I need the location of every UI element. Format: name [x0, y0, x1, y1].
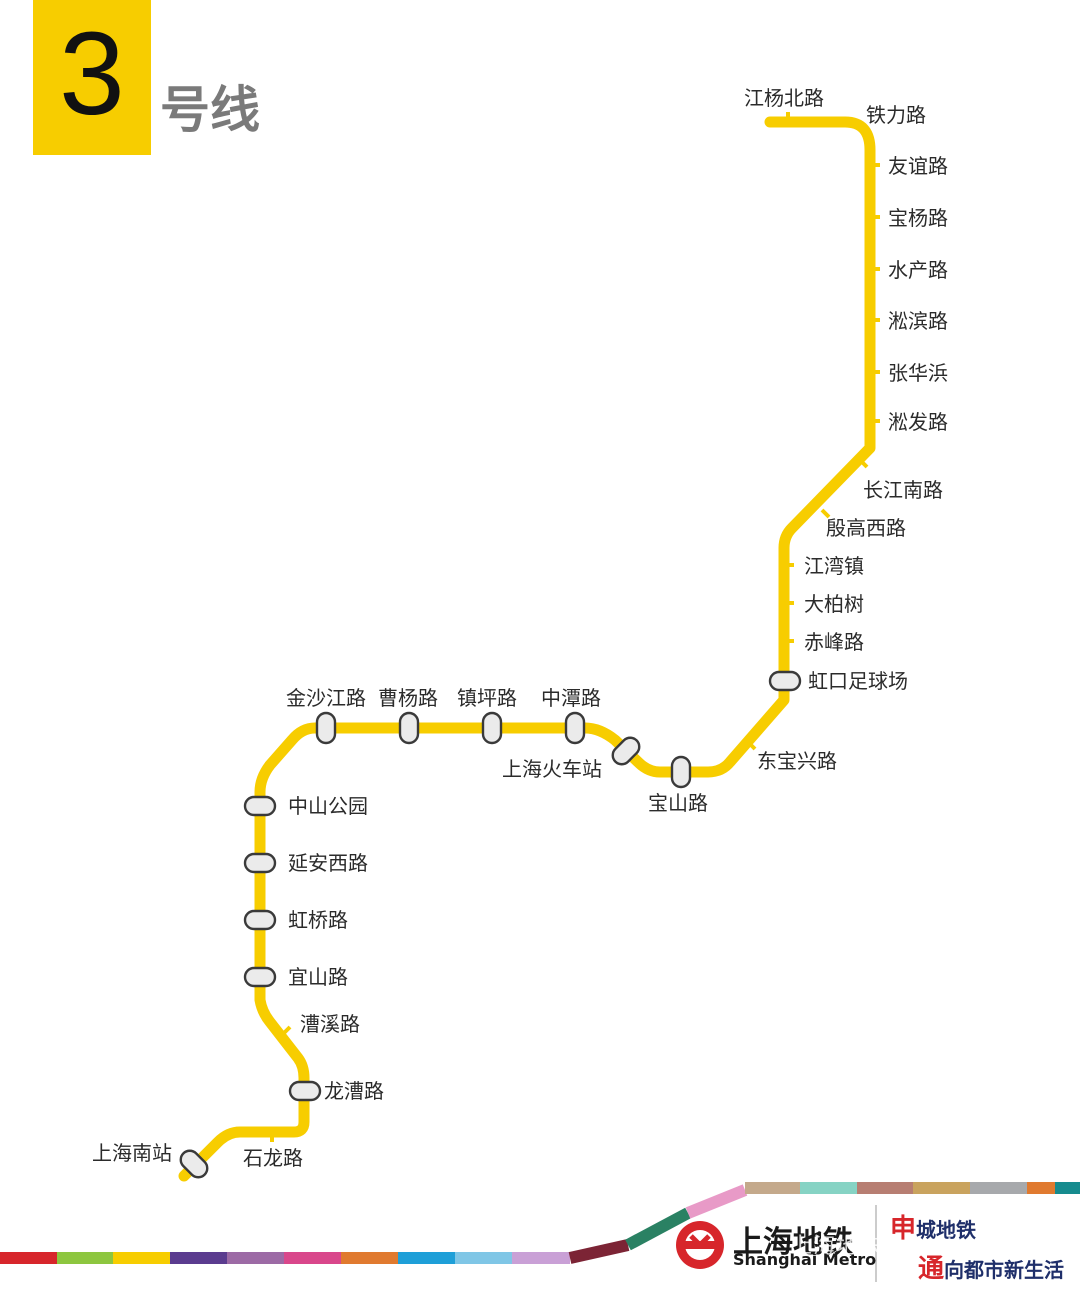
line-number: 3 [59, 8, 125, 140]
station-s26[interactable]: 漕溪路 [281, 1012, 360, 1036]
station-s02[interactable]: 铁力路 [860, 103, 926, 139]
station-label: 漕溪路 [300, 1012, 360, 1036]
station-label: 中山公园 [288, 794, 368, 818]
station-label: 上海火车站 [502, 757, 602, 781]
station-tick [860, 128, 871, 139]
station-label: 宜山路 [288, 965, 348, 989]
interchange-marker [243, 795, 277, 817]
station-label: 友谊路 [888, 154, 948, 178]
station-tick [746, 740, 757, 751]
station-s17[interactable]: 上海火车站 [502, 734, 643, 781]
shanghai-metro-logo [676, 1221, 724, 1269]
station-label: 江湾镇 [804, 554, 864, 578]
interchange-marker [398, 711, 420, 745]
station-label: 长江南路 [863, 478, 943, 502]
station-label: 江杨北路 [744, 86, 824, 110]
interchange-marker [288, 1080, 322, 1102]
station-label: 宝山路 [648, 791, 708, 815]
slogan-line-2: 通向都市新生活 [918, 1248, 1064, 1285]
station-label: 赤峰路 [804, 630, 864, 654]
station-s22[interactable]: 中山公园 [243, 794, 368, 818]
station-s18[interactable]: 中潭路 [541, 686, 601, 745]
station-label: 东宝兴路 [757, 749, 837, 773]
station-s04[interactable]: 宝杨路 [870, 206, 948, 230]
line-title: 号线 [160, 81, 260, 139]
station-tick [858, 458, 869, 469]
interchange-marker [243, 909, 277, 931]
interchange-marker [670, 755, 692, 789]
station-s19[interactable]: 镇坪路 [457, 686, 517, 745]
slogan-rest-2: 向都市新生活 [944, 1258, 1065, 1282]
interchange-marker [611, 736, 641, 766]
station-s14[interactable]: 虹口足球场 [768, 669, 908, 693]
station-s08[interactable]: 淞发路 [870, 410, 948, 434]
stripe-segment [568, 1239, 630, 1264]
station-s10[interactable]: 殷高西路 [820, 508, 906, 540]
station-s25[interactable]: 宜山路 [243, 965, 348, 989]
interchange-marker [179, 1149, 209, 1179]
station-s27[interactable]: 龙漕路 [288, 1079, 384, 1103]
station-s24[interactable]: 虹桥路 [243, 908, 348, 932]
station-label: 龙漕路 [324, 1079, 384, 1103]
station-label: 延安西路 [288, 851, 368, 875]
station-label: 虹口足球场 [808, 669, 908, 693]
interchange-marker [481, 711, 503, 745]
brand-name-cn: 上海地铁 [733, 1225, 853, 1260]
station-label: 镇坪路 [457, 686, 517, 710]
brand-name-en: Shanghai Metro [733, 1250, 877, 1269]
color-stripe [0, 1182, 1080, 1264]
station-tick [820, 508, 831, 519]
station-label: 大柏树 [804, 592, 864, 616]
slogan-highlight-2: 通 [918, 1254, 945, 1284]
station-s13[interactable]: 赤峰路 [784, 630, 864, 654]
station-s21[interactable]: 金沙江路 [286, 686, 366, 745]
station-label: 石龙路 [243, 1146, 303, 1170]
station-s05[interactable]: 水产路 [870, 258, 948, 282]
station-label: 上海南站 [92, 1141, 172, 1165]
line-3-route [178, 116, 876, 1182]
station-s03[interactable]: 友谊路 [870, 154, 948, 178]
station-label: 铁力路 [866, 103, 926, 127]
slogan-highlight-1: 申 [890, 1214, 917, 1244]
station-label: 淞滨路 [888, 309, 948, 333]
station-s15[interactable]: 东宝兴路 [746, 740, 837, 773]
slogan-line-1: 申城地铁 [890, 1208, 976, 1245]
interchange-marker [243, 966, 277, 988]
station-label: 张华浜 [888, 361, 948, 385]
interchange-marker [315, 711, 337, 745]
watermark: 上海地铁shmetro [790, 1234, 981, 1259]
station-label: 虹桥路 [288, 908, 348, 932]
line-number-badge: 3 [33, 0, 151, 155]
station-tick [281, 1025, 292, 1036]
station-s16[interactable]: 宝山路 [648, 755, 708, 815]
station-label: 中潭路 [541, 686, 601, 710]
interchange-marker [768, 670, 802, 692]
station-s29[interactable]: 上海南站 [92, 1141, 211, 1181]
interchange-marker [564, 711, 586, 745]
stripe-segment [685, 1184, 748, 1219]
interchange-marker [243, 852, 277, 874]
station-label: 水产路 [888, 258, 948, 282]
station-s11[interactable]: 江湾镇 [784, 554, 864, 578]
station-s23[interactable]: 延安西路 [243, 851, 368, 875]
station-label: 金沙江路 [286, 686, 366, 710]
station-s20[interactable]: 曹杨路 [378, 686, 438, 745]
station-s06[interactable]: 淞滨路 [870, 309, 948, 333]
station-s28[interactable]: 石龙路 [243, 1132, 303, 1170]
station-label: 淞发路 [888, 410, 948, 434]
station-s12[interactable]: 大柏树 [784, 592, 864, 616]
slogan-rest-1: 城地铁 [916, 1218, 977, 1242]
station-s07[interactable]: 张华浜 [870, 361, 948, 385]
station-s01[interactable]: 江杨北路 [744, 86, 824, 122]
station-s09[interactable]: 长江南路 [858, 458, 943, 502]
station-label: 曹杨路 [378, 686, 438, 710]
stripe-segment [625, 1207, 691, 1251]
station-label: 殷高西路 [826, 516, 906, 540]
station-label: 宝杨路 [888, 206, 948, 230]
